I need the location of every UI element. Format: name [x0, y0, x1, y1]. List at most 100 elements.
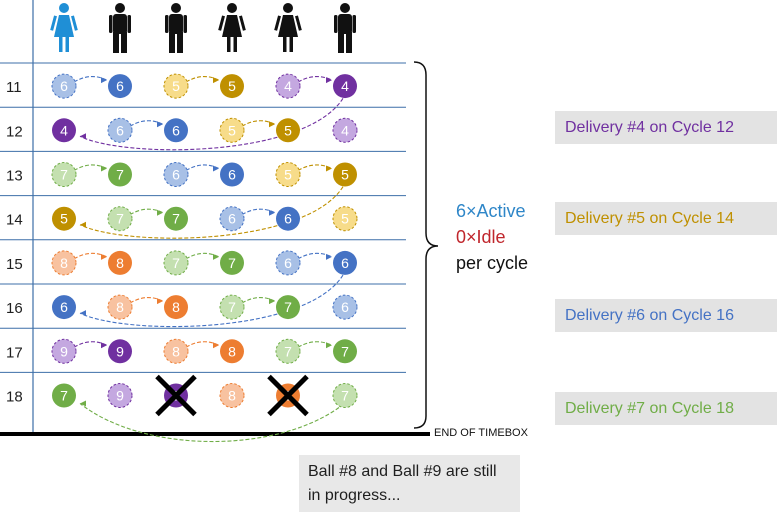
ball-5: 5 [276, 118, 300, 143]
ball-7: 7 [332, 383, 358, 408]
svg-text:7: 7 [284, 343, 292, 359]
end-of-timebox-label: END OF TIMEBOX [434, 427, 528, 439]
cycle-label: 12 [6, 123, 23, 140]
cycle-label: 11 [6, 79, 22, 96]
svg-text:6: 6 [228, 167, 236, 183]
ball-6: 6 [220, 162, 244, 187]
svg-text:5: 5 [228, 122, 236, 138]
ball-7: 7 [107, 206, 133, 232]
arrowhead [269, 298, 275, 305]
pass-arrow [79, 403, 340, 443]
svg-text:7: 7 [341, 388, 349, 404]
svg-text:7: 7 [172, 255, 180, 271]
delivery-4-label: Delivery #4 on Cycle 12 [555, 111, 777, 144]
man-icon [165, 3, 187, 53]
svg-text:7: 7 [172, 211, 180, 227]
cycle-label: 18 [6, 389, 23, 406]
pass-arrow [79, 98, 344, 151]
svg-text:9: 9 [116, 388, 124, 404]
svg-text:4: 4 [341, 78, 349, 94]
ball-7: 7 [219, 294, 245, 320]
man-icon [334, 3, 356, 53]
svg-text:6: 6 [341, 255, 349, 271]
ball-8: 8 [108, 250, 132, 275]
arrowhead [326, 165, 332, 172]
delivery-6-label: Delivery #6 on Cycle 16 [555, 299, 777, 332]
arrowhead [326, 342, 332, 349]
svg-text:7: 7 [284, 299, 292, 315]
svg-text:4: 4 [341, 122, 349, 138]
svg-text:6: 6 [228, 211, 236, 227]
ball-6: 6 [51, 73, 77, 99]
ball-5: 5 [220, 74, 244, 99]
ball-8: 8 [267, 374, 309, 417]
ball-8: 8 [51, 250, 77, 276]
arrowhead [326, 77, 332, 84]
ball-9: 9 [155, 374, 197, 417]
ball-5: 5 [52, 206, 76, 231]
pass-arrows [73, 76, 344, 443]
ball-4: 4 [332, 117, 358, 143]
delivery-7-label: Delivery #7 on Cycle 18 [555, 392, 777, 425]
idle-count: 0×Idle [456, 227, 506, 247]
svg-text:8: 8 [60, 255, 68, 271]
arrowhead [269, 209, 275, 216]
cross-mark-icon [267, 374, 309, 417]
arrowhead [213, 253, 219, 260]
ball-6: 6 [108, 74, 132, 99]
ball-6: 6 [163, 162, 189, 187]
ball-7: 7 [164, 206, 188, 231]
arrowhead [80, 221, 86, 228]
ball-8: 8 [163, 338, 189, 364]
ball-5: 5 [275, 162, 301, 187]
cross-mark-icon [155, 374, 197, 417]
svg-text:4: 4 [284, 78, 292, 94]
ball-7: 7 [52, 383, 76, 408]
arrowhead [101, 253, 107, 260]
svg-text:7: 7 [116, 167, 124, 183]
svg-text:5: 5 [228, 78, 236, 94]
arrowhead [101, 77, 107, 84]
svg-text:6: 6 [116, 122, 124, 138]
svg-text:6: 6 [172, 122, 180, 138]
svg-text:8: 8 [116, 299, 124, 315]
ball-7: 7 [51, 162, 77, 187]
ball-7: 7 [108, 162, 132, 187]
ball-4: 4 [333, 74, 357, 99]
ball-9: 9 [51, 338, 77, 364]
people-row [50, 3, 356, 53]
arrowhead [326, 253, 332, 260]
ball-7: 7 [163, 250, 189, 276]
arrowhead [213, 77, 219, 84]
active-count: 6×Active [456, 201, 526, 221]
ball-6: 6 [107, 117, 133, 143]
cycle-label: 16 [6, 300, 23, 317]
svg-text:6: 6 [116, 78, 124, 94]
svg-text:7: 7 [341, 343, 349, 359]
ball-8: 8 [164, 295, 188, 320]
ball-6: 6 [52, 295, 76, 320]
ball-5: 5 [332, 206, 358, 232]
arrowhead [157, 121, 163, 128]
svg-text:9: 9 [60, 343, 68, 359]
svg-text:6: 6 [284, 211, 292, 227]
arrowhead [213, 342, 219, 349]
svg-text:5: 5 [341, 167, 349, 183]
arrowhead [101, 165, 107, 172]
svg-text:8: 8 [228, 388, 236, 404]
svg-text:6: 6 [60, 299, 68, 315]
ball-9: 9 [108, 339, 132, 364]
svg-text:5: 5 [341, 211, 349, 227]
ball-4: 4 [52, 118, 76, 143]
stats-block: 6×Active 0×Idle per cycle [456, 198, 528, 276]
svg-text:7: 7 [60, 167, 68, 183]
ball-6: 6 [276, 206, 300, 231]
svg-text:7: 7 [228, 299, 236, 315]
delivery-5-label: Delivery #5 on Cycle 14 [555, 202, 777, 235]
svg-text:7: 7 [116, 211, 124, 227]
ball-6: 6 [332, 294, 358, 320]
in-progress-note: Ball #8 and Ball #9 are still in progres… [299, 455, 520, 512]
cycle-label: 15 [6, 256, 23, 273]
arrowhead [157, 209, 163, 216]
